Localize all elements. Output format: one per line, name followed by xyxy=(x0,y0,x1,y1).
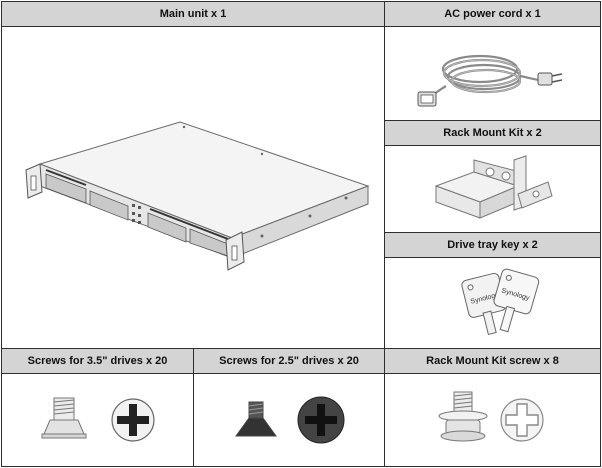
screws-35-label: Screws for 3.5" drives x 20 xyxy=(1,348,194,374)
screws-25-label: Screws for 2.5" drives x 20 xyxy=(193,348,385,374)
drive-tray-key-label: Drive tray key x 2 xyxy=(384,232,601,258)
main-unit-label: Main unit x 1 xyxy=(1,1,385,27)
rack-mount-screw-label: Rack Mount Kit screw x 8 xyxy=(384,348,601,374)
ac-power-cord-label: AC power cord x 1 xyxy=(384,1,601,27)
rack-mount-kit-label: Rack Mount Kit x 2 xyxy=(384,120,601,146)
